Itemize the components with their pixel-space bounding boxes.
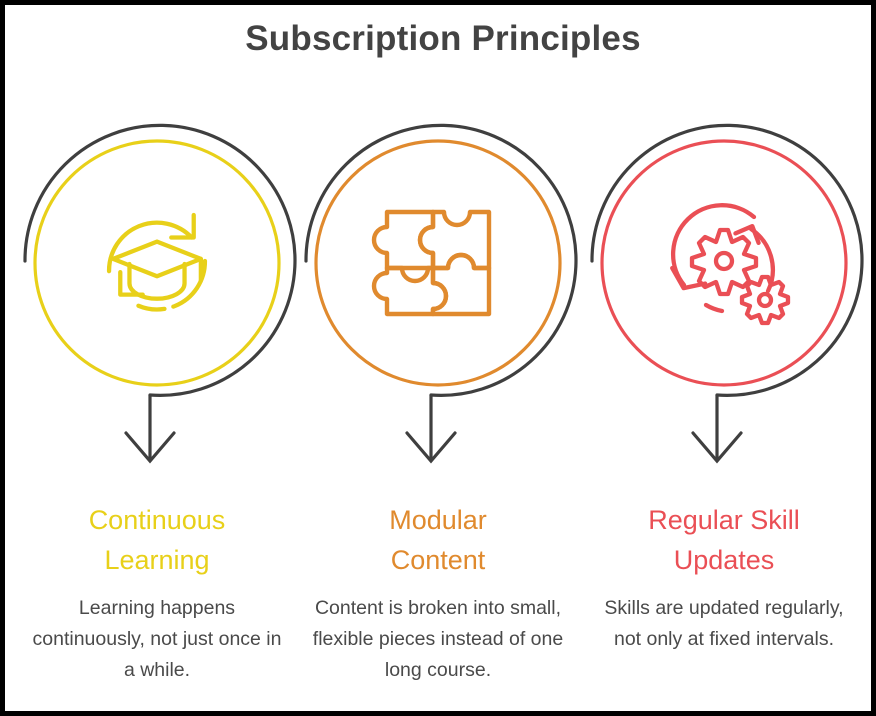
principle-column-continuous-learning: Continuous Learning Learning happens con… bbox=[16, 115, 298, 711]
icon-circle-group-1 bbox=[16, 115, 298, 475]
icon-ring-1 bbox=[33, 139, 281, 387]
gears-refresh-icon bbox=[670, 203, 791, 326]
connector-arc-3 bbox=[590, 123, 864, 397]
icon-ring-3 bbox=[600, 139, 848, 387]
principle-heading-line-1: Modular bbox=[389, 505, 487, 535]
principle-column-modular-content: Modular Content Content is broken into s… bbox=[297, 115, 579, 711]
principle-heading-line-2: Content bbox=[390, 545, 486, 575]
principle-heading-line-2: Learning bbox=[104, 545, 210, 575]
principle-heading-line-2: Updates bbox=[673, 545, 775, 575]
principle-description-2: Content is broken into small, flexible p… bbox=[312, 597, 564, 681]
icon-circle-group-3 bbox=[583, 115, 865, 475]
icon-ring-2 bbox=[314, 139, 562, 387]
principle-heading-line-1: Continuous bbox=[88, 505, 226, 535]
icon-circle-group-2 bbox=[297, 115, 579, 475]
jigsaw-puzzle-icon bbox=[371, 209, 492, 317]
principle-heading-3: Regular Skill Updates bbox=[583, 500, 865, 580]
principle-heading-line-1: Regular Skill bbox=[648, 505, 800, 535]
page-title: Subscription Principles bbox=[245, 19, 641, 58]
principle-description-3: Skills are updated regularly, not only a… bbox=[604, 597, 844, 650]
principle-column-regular-skill-updates: Regular Skill Updates Skills are updated… bbox=[583, 115, 865, 711]
connector-arc-1 bbox=[23, 123, 297, 397]
principle-description-1: Learning happens continuously, not just … bbox=[32, 597, 282, 681]
connector-arrowhead-2 bbox=[405, 431, 457, 464]
principle-heading-2: Modular Content bbox=[297, 500, 579, 580]
graduation-cap-refresh-icon bbox=[106, 212, 208, 312]
principle-heading-1: Continuous Learning bbox=[16, 500, 298, 580]
connector-arc-2 bbox=[304, 123, 578, 397]
connector-arrowhead-1 bbox=[124, 431, 176, 464]
connector-arrowhead-3 bbox=[691, 431, 743, 464]
